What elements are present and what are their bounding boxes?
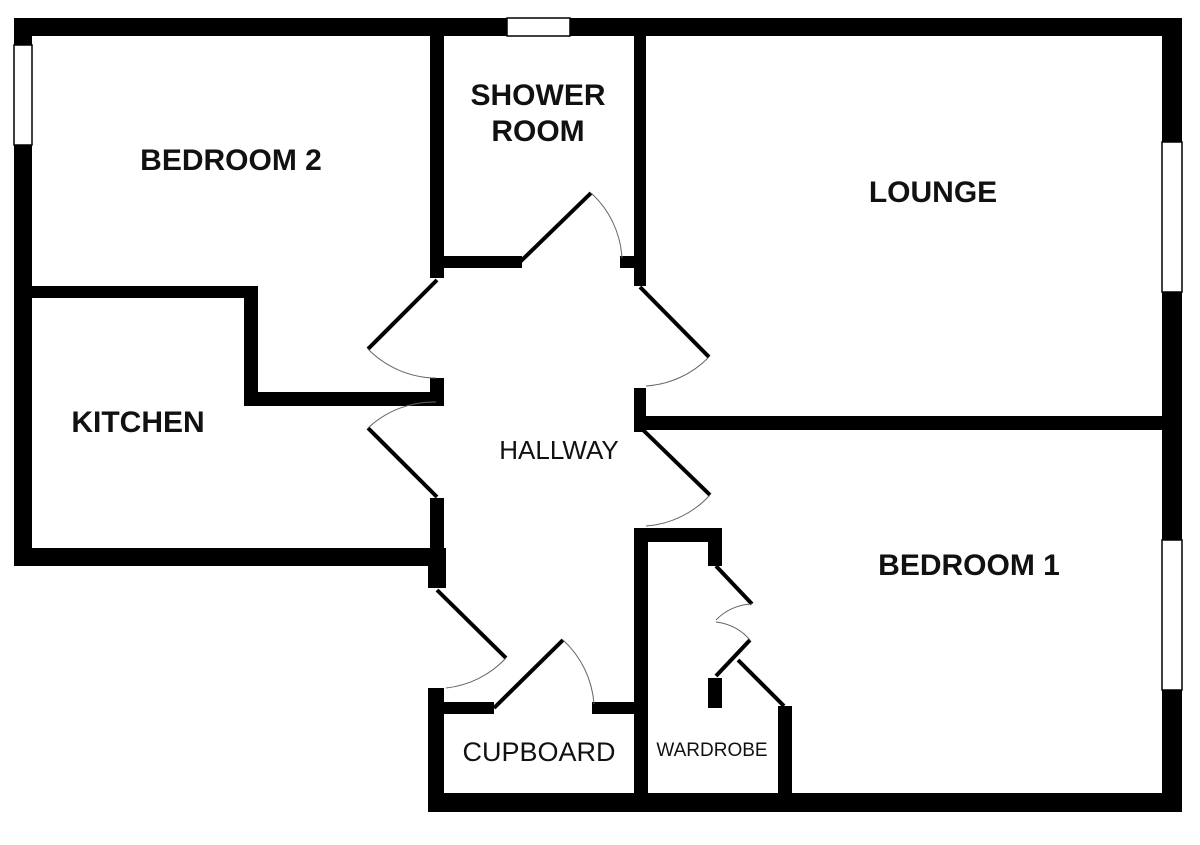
label-hallway: HALLWAY [499,435,618,465]
label-shower-room-line2: ROOM [491,115,584,148]
wall-shower-bottom-right [620,256,646,268]
wall-hall-stub-1 [430,378,444,406]
window-top-shower [506,17,571,37]
room-labels: BEDROOM 2 SHOWER ROOM LOUNGE KITCHEN HAL… [71,79,1060,767]
wall-shower-left [430,36,444,278]
door-entrance [435,588,508,689]
window-right-bedroom1 [1161,539,1183,691]
door-wardrobe-upper [714,564,754,621]
wall-cupboard-top-right [592,702,648,714]
label-wardrobe: WARDROBE [656,740,767,761]
label-kitchen: KITCHEN [71,406,204,439]
windows [13,17,1183,691]
wall-hall-stub-2 [430,498,444,548]
door-cupboard [492,638,595,710]
wall-lounge-bottom [634,416,1164,430]
door-kitchen [366,401,439,499]
door-bedroom2 [366,278,439,379]
wall-kitchen-top [32,286,258,298]
doors [366,191,786,710]
label-bedroom1: BEDROOM 1 [878,549,1060,582]
wall-wardrobe-right [778,706,792,794]
wall-wardrobe-stub-bottom [708,678,722,708]
wall-wardrobe-top [634,528,722,542]
wall-cupboard-left [428,688,444,812]
door-bedroom1 [639,426,712,527]
label-shower-room-line1: SHOWER [471,79,606,112]
window-left-bedroom2 [13,44,33,146]
wall-kitchen-bottom [14,548,446,566]
wall-hall-right-lower [634,528,648,794]
window-right-lounge [1161,141,1183,293]
door-wardrobe-lower [714,621,752,678]
wall-bottom [428,793,1182,812]
wall-cupboard-top-left [428,702,494,714]
wall-shower-right [634,36,646,286]
wall-kitchen-step [244,286,258,406]
interior-walls [32,36,1164,794]
wall-left [14,18,32,566]
label-lounge: LOUNGE [869,176,997,209]
label-bedroom2: BEDROOM 2 [140,144,322,177]
wall-top [14,18,1182,36]
wall-wardrobe-stub-top [708,528,722,566]
wall-hall-left-lower [428,548,446,588]
door-shower-room [518,191,623,264]
door-bedroom1-wardrobe-side [736,658,786,708]
door-lounge [638,285,711,387]
wall-bed2-bottom [244,392,444,406]
wall-right [1162,18,1182,812]
wall-shower-bottom-left [430,256,522,268]
label-cupboard: CUPBOARD [462,737,615,767]
